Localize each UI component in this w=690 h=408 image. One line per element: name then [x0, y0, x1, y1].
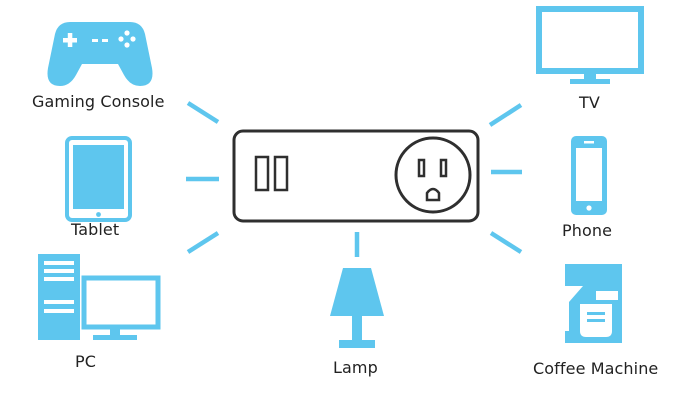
outlet-ground: [425, 187, 441, 202]
desktop-pc-icon: [38, 254, 161, 340]
phone-icon: [571, 136, 607, 215]
label-coffee-machine: Coffee Machine: [533, 359, 659, 378]
label-phone: Phone: [562, 221, 613, 240]
label-lamp: Lamp: [333, 358, 378, 377]
coffee-machine-icon: [565, 264, 622, 343]
connector-rays: [186, 101, 523, 257]
smart-plug-icon: [232, 129, 480, 223]
plug-button-left: [254, 155, 270, 192]
label-pc: PC: [75, 352, 97, 371]
tablet-icon: [65, 136, 132, 222]
ray-gaming-console: [186, 101, 220, 124]
ray-pc: [186, 231, 220, 254]
plug-button-right: [273, 155, 289, 192]
ray-tv: [488, 103, 523, 127]
label-tv: TV: [579, 93, 600, 112]
lamp-icon: [330, 268, 384, 348]
label-gaming-console: Gaming Console: [32, 92, 165, 111]
ray-coffee: [489, 231, 523, 254]
outlet-slot-right: [439, 158, 448, 178]
gamepad-icon: [47, 22, 153, 86]
label-tablet: Tablet: [71, 220, 120, 239]
outlet-ring: [394, 136, 472, 214]
tv-icon: [536, 6, 644, 84]
plug-body: [232, 129, 480, 223]
outlet-slot-left: [417, 158, 426, 178]
